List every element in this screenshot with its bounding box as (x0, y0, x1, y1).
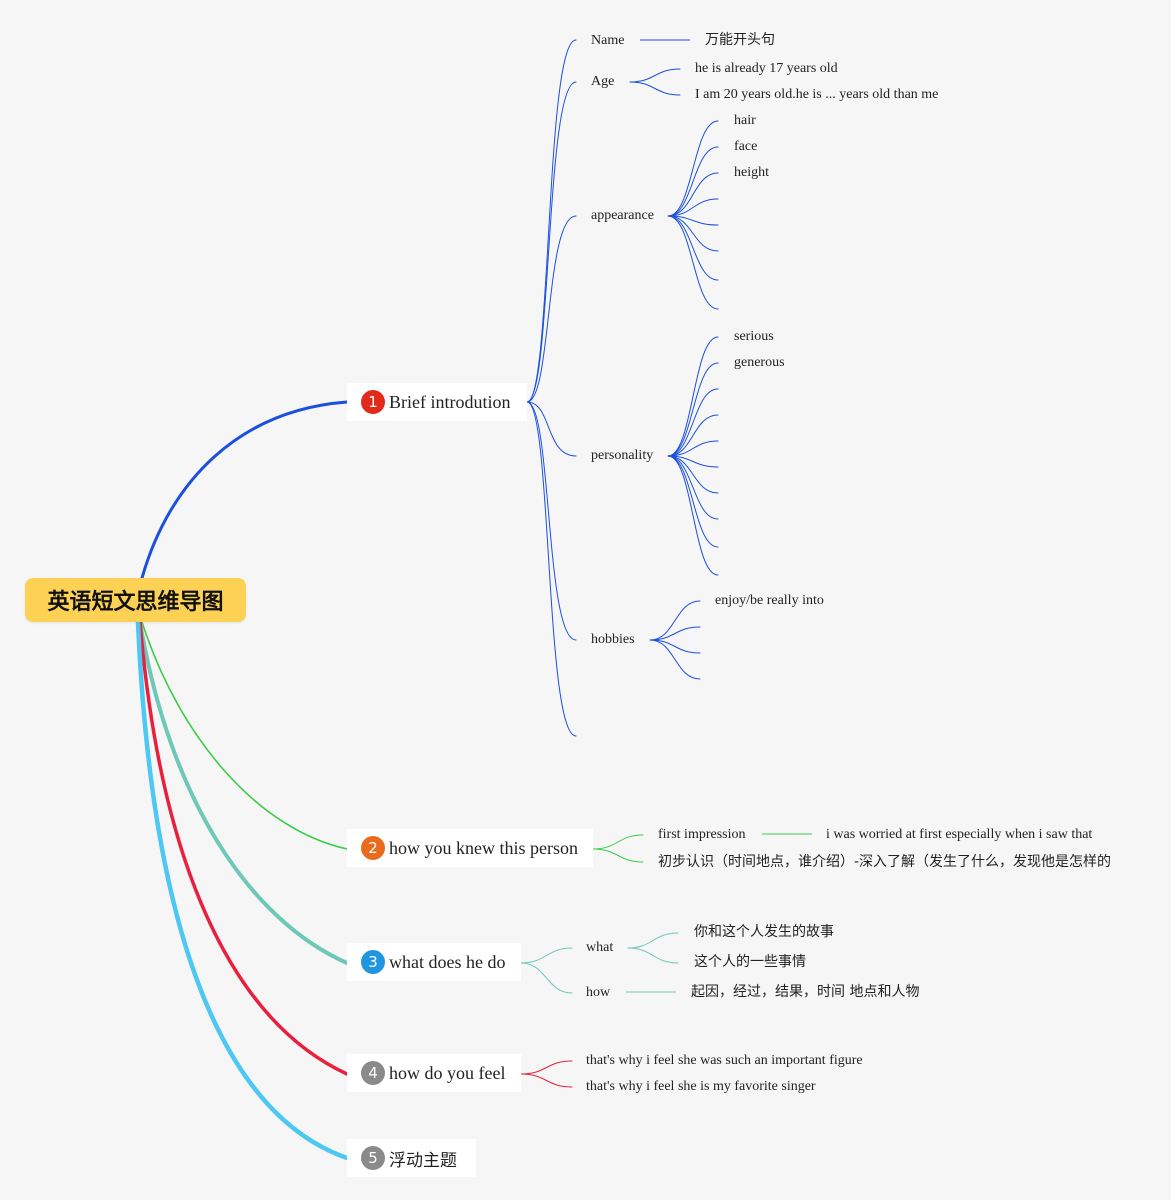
connector-personality-item (667, 336, 719, 457)
connector-hobbies-item (649, 600, 701, 641)
connector-feel-item (520, 1060, 573, 1075)
subtopic-process[interactable]: 初步认识（时间地点，谁介绍）-深入了解（发生了什么，发现他是怎样的 (658, 854, 1112, 870)
connector-appearance-item (667, 215, 719, 310)
how-value[interactable]: 起因，经过，结果，时间 地点和人物 (691, 984, 920, 1000)
connector-personality-item (667, 455, 719, 520)
connector-root-b3 (138, 620, 349, 965)
connector-hobbies-item (649, 639, 701, 680)
connector-hobbies-item (649, 639, 701, 654)
connector-personality-item (667, 362, 719, 457)
hobbies-item[interactable]: enjoy/be really into (715, 593, 824, 608)
connector-b1-sub (526, 401, 577, 641)
connector-hobbies-item (649, 626, 701, 641)
connector-personality-item (667, 455, 719, 494)
connector-what-item (627, 947, 679, 964)
connector-appearance-item (667, 172, 719, 217)
connector-age-item (629, 68, 681, 83)
topic-label: how you knew this person (389, 837, 578, 858)
connector-appearance-item (667, 146, 719, 217)
what-item[interactable]: 这个人的一些事情 (694, 954, 806, 970)
connector-appearance-item (667, 215, 719, 281)
subtopic-personality[interactable]: personality (591, 448, 654, 463)
connector-root-b5 (135, 619, 350, 1161)
connector-appearance-item (667, 120, 719, 217)
topic-label: Brief introdution (389, 391, 511, 412)
connector-b3-sub (520, 947, 573, 964)
connector-b2-sub (592, 848, 644, 863)
name-value[interactable]: 万能开头句 (705, 32, 775, 48)
topic-how-do-you-feel[interactable]: 4 how do you feel (347, 1054, 521, 1092)
connector-b2-sub (592, 834, 644, 850)
subtopic-name[interactable]: Name (591, 33, 625, 48)
topic-label: 浮动主题 (389, 1150, 457, 1171)
feel-item[interactable]: that's why i feel she is my favorite sin… (586, 1079, 816, 1094)
connector-b1-sub (526, 401, 577, 457)
appearance-item[interactable]: height (734, 165, 769, 180)
connector-b1-sub (526, 81, 577, 403)
number-badge-5: 5 (361, 1146, 385, 1170)
what-item[interactable]: 你和这个人发生的故事 (694, 924, 834, 940)
personality-item[interactable]: generous (734, 355, 785, 370)
connector-personality-item (667, 388, 719, 457)
connector-what-item (627, 932, 679, 949)
number-badge-3: 3 (361, 950, 385, 974)
connector-root-b2 (141, 621, 348, 850)
connector-feel-item (520, 1073, 573, 1088)
topic-what-does-he-do[interactable]: 3 what does he do (347, 943, 521, 981)
age-item[interactable]: he is already 17 years old (695, 61, 838, 76)
subtopic-hobbies[interactable]: hobbies (591, 632, 635, 647)
topic-label: what does he do (389, 951, 506, 972)
feel-item[interactable]: that's why i feel she was such an import… (586, 1053, 863, 1068)
connector-age-item (629, 81, 681, 96)
connector-b3-sub (520, 962, 573, 994)
connector-personality-item (667, 455, 719, 548)
connector-b1-sub (526, 215, 577, 403)
subtopic-how[interactable]: how (586, 985, 611, 1000)
root-topic[interactable]: 英语短文思维导图 (25, 578, 246, 622)
first-impression-value[interactable]: i was worried at first especially when i… (826, 827, 1093, 842)
number-badge-4: 4 (361, 1061, 385, 1085)
connector-personality-item (667, 414, 719, 457)
subtopic-what[interactable]: what (586, 940, 614, 955)
appearance-item[interactable]: hair (734, 113, 756, 128)
age-item[interactable]: I am 20 years old.he is ... years old th… (695, 87, 939, 102)
connector-personality-item (667, 455, 719, 576)
connector-personality-item (667, 440, 719, 457)
connector-root-b4 (138, 620, 349, 1076)
topic-brief-introduction[interactable]: 1 Brief introdution (347, 383, 527, 421)
appearance-item[interactable]: face (734, 139, 758, 154)
topic-how-you-knew[interactable]: 2 how you knew this person (347, 829, 593, 867)
number-badge-2: 2 (361, 836, 385, 860)
connector-b1-sub (526, 401, 577, 737)
topic-floating[interactable]: 5 浮动主题 (347, 1139, 476, 1177)
personality-item[interactable]: serious (734, 329, 774, 344)
connector-b1-sub (526, 39, 577, 403)
number-badge-1: 1 (361, 390, 385, 414)
topic-label: how do you feel (389, 1062, 506, 1083)
connector-appearance-item (667, 215, 719, 252)
subtopic-age[interactable]: Age (591, 74, 615, 89)
connector-root-b1 (140, 400, 349, 580)
connector-appearance-item (667, 198, 719, 217)
subtopic-appearance[interactable]: appearance (591, 208, 654, 223)
subtopic-first-impression[interactable]: first impression (658, 827, 746, 842)
